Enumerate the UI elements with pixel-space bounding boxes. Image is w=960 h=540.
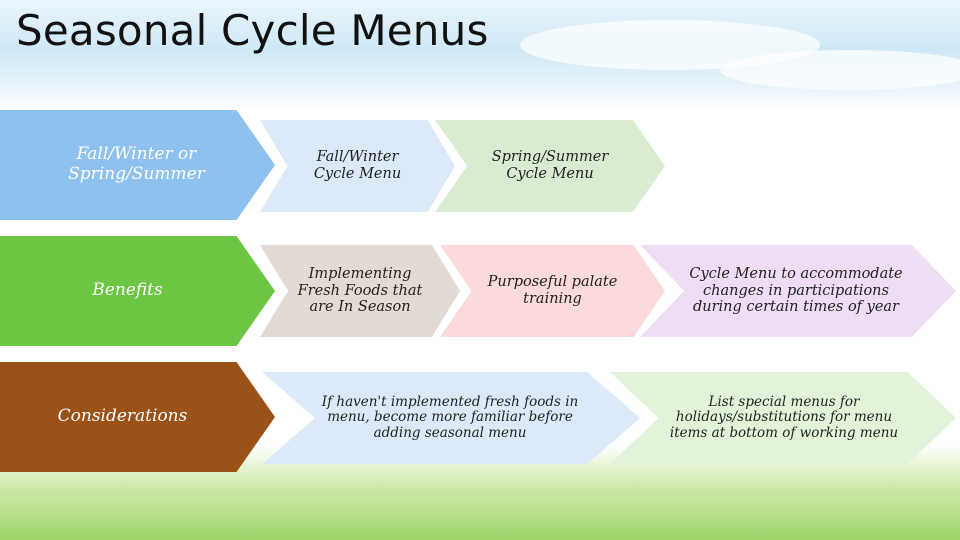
- page-title: Seasonal Cycle Menus: [16, 6, 489, 55]
- fresh-foods-consideration-step: If haven't implemented fresh foods in me…: [262, 372, 640, 464]
- row-header-label: Considerations: [57, 406, 188, 427]
- fall-winter-cycle-menu-step: Fall/Winter Cycle Menu: [260, 120, 455, 212]
- row-header-fall-winter: Fall/Winter or Spring/Summer: [0, 110, 275, 220]
- step-label: Implementing Fresh Foods that are In Sea…: [297, 265, 423, 316]
- step-label: If haven't implemented fresh foods in me…: [321, 393, 579, 441]
- step-label: Fall/Winter Cycle Menu: [313, 149, 402, 182]
- cloud-decoration: [720, 50, 960, 90]
- row-header-benefits: Benefits: [0, 236, 275, 346]
- spring-summer-cycle-menu-step: Spring/Summer Cycle Menu: [435, 120, 665, 212]
- special-menus-consideration-step: List special menus for holidays/substitu…: [610, 372, 956, 464]
- step-label: List special menus for holidays/substitu…: [669, 393, 899, 441]
- step-label: Cycle Menu to accommodate changes in par…: [689, 265, 903, 316]
- step-label: Spring/Summer Cycle Menu: [491, 149, 609, 182]
- palate-training-benefit-step: Purposeful palate training: [440, 245, 665, 337]
- step-label: Purposeful palate training: [487, 274, 618, 307]
- row-header-considerations: Considerations: [0, 362, 275, 472]
- participation-changes-benefit-step: Cycle Menu to accommodate changes in par…: [640, 245, 956, 337]
- fresh-foods-benefit-step: Implementing Fresh Foods that are In Sea…: [260, 245, 460, 337]
- row-header-label: Benefits: [92, 280, 163, 301]
- row-header-label: Fall/Winter or Spring/Summer: [68, 144, 205, 184]
